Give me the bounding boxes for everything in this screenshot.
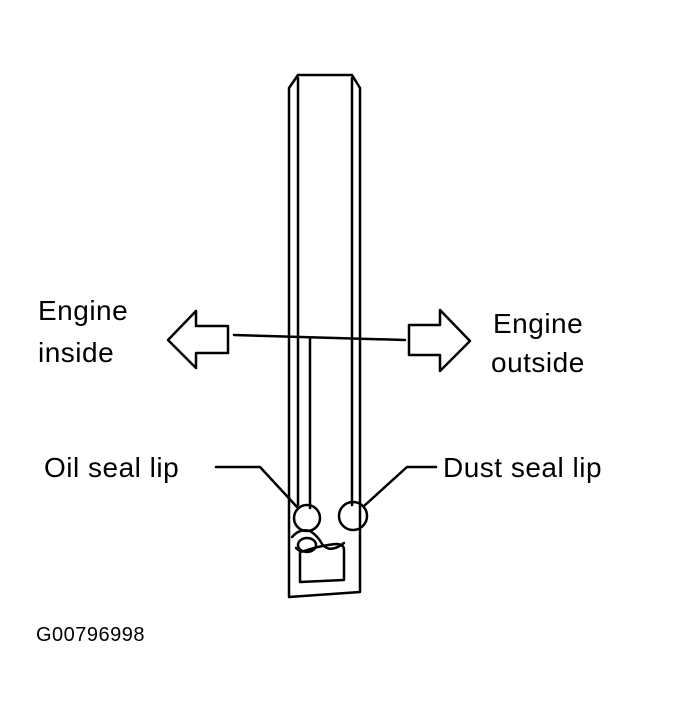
oil-seal-lip-circle <box>292 503 322 533</box>
dust-seal-lip-leader-line <box>362 465 438 508</box>
oil-seal-lip-tip <box>296 536 318 554</box>
oil-seal-lip-leader-line <box>214 465 299 509</box>
dust-seal-lip-circle <box>337 500 369 532</box>
engine-outside-label-line2: outside <box>491 347 585 378</box>
figure-id-label: G00796998 <box>36 624 146 646</box>
seal-body-outline <box>287 73 362 599</box>
dust-seal-lip-label: Dust seal lip <box>443 452 603 483</box>
oil-seal-lip-label: Oil seal lip <box>44 452 180 483</box>
engine-outside-arrow-icon <box>407 308 472 373</box>
inside-outside-divider-line <box>232 333 407 342</box>
seal-lower-channel <box>294 542 346 584</box>
engine-outside-label-line1: Engine <box>493 308 584 339</box>
engine-inside-label-line1: Engine <box>38 295 129 326</box>
seal-lip-groove <box>290 529 346 550</box>
engine-inside-arrow-icon <box>166 309 230 370</box>
engine-inside-label-line2: inside <box>38 337 115 368</box>
